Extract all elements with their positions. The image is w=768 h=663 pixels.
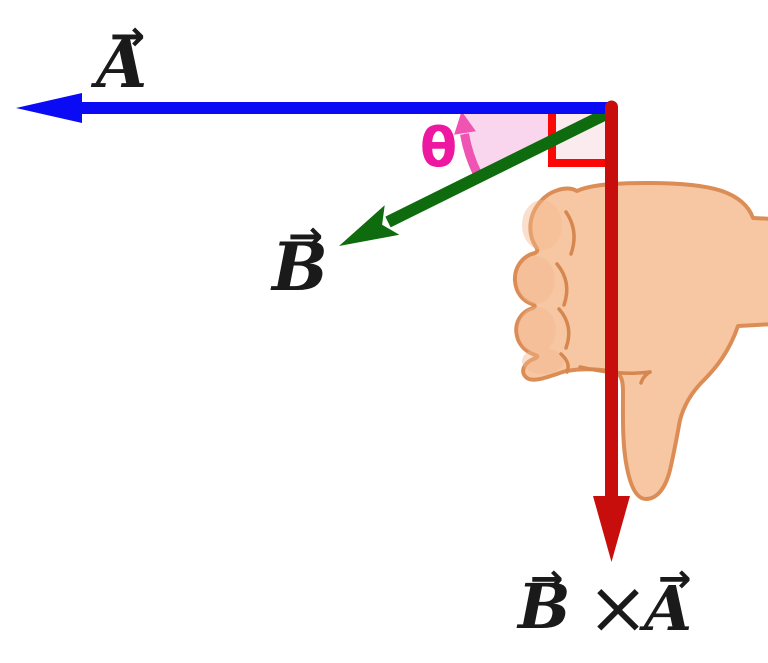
thumbs-down-hand-icon <box>512 181 768 501</box>
vector-bxa-arrowhead <box>593 496 630 562</box>
cross-product-a-label: A <box>639 572 692 645</box>
finger-shading <box>517 200 564 374</box>
vector-arrow-icon: → <box>110 11 145 60</box>
vector-b-arrow <box>339 106 613 246</box>
finger-shade <box>522 200 562 250</box>
times-symbol: × <box>587 565 649 651</box>
knuckle-crease <box>557 307 571 350</box>
vector-arrow-icon: → <box>658 556 692 602</box>
vector-arrow-icon: → <box>530 556 564 602</box>
finger-shade <box>522 348 564 374</box>
finger-shade <box>517 256 555 304</box>
vector-b-shaft <box>385 106 613 228</box>
hand-outline <box>512 181 768 501</box>
vector-a-arrowhead <box>16 93 82 123</box>
finger-shade <box>518 307 556 353</box>
vector-a-arrow <box>16 93 612 123</box>
theta-label: θ <box>420 116 457 179</box>
angle-arc-arrowhead <box>454 111 476 135</box>
knuckle-crease <box>559 352 570 374</box>
vector-b-arrowhead <box>339 205 400 246</box>
knuckle-crease <box>555 262 569 307</box>
cross-product-label: → B × → A <box>516 556 692 651</box>
vector-arrow-icon: → <box>288 211 323 260</box>
vector-a-label: A <box>90 25 147 103</box>
thumb-base-crease-hook <box>639 370 652 385</box>
cross-product-b-label: B <box>516 570 570 643</box>
knuckle-crease <box>564 210 576 256</box>
vector-b-label: B <box>270 228 328 306</box>
vector-bxa-arrow <box>593 100 630 562</box>
